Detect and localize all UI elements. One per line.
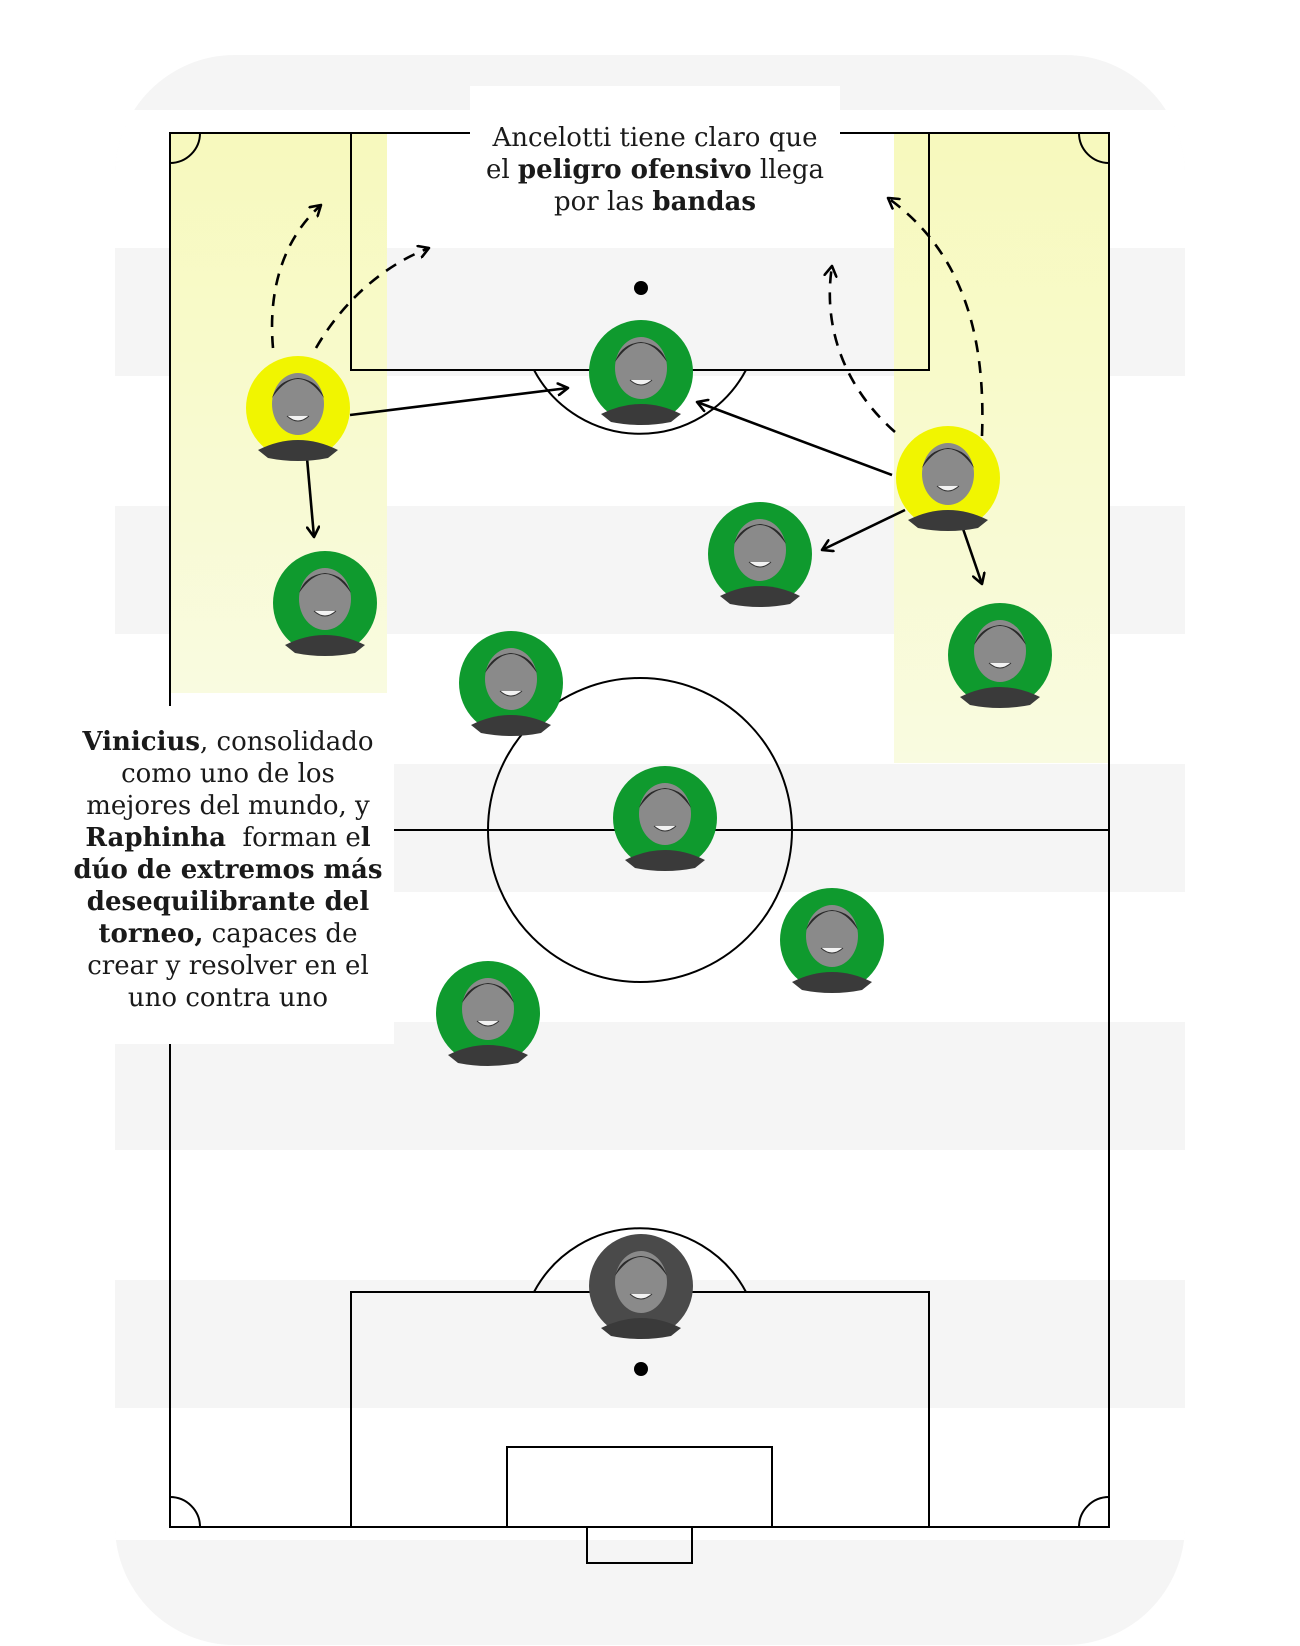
pass-arrow	[822, 508, 906, 550]
player-smile	[286, 415, 310, 422]
movement-arrows	[270, 198, 984, 584]
annotation-left: Vinicius, consolidado como uno de los me…	[62, 706, 394, 1044]
player-shoulders	[285, 635, 365, 656]
grass-stripe	[115, 1540, 1185, 1645]
player-shoulders	[960, 687, 1040, 708]
player-photo	[462, 978, 514, 1040]
top-penalty-arc	[533, 369, 747, 435]
player-hair	[806, 910, 858, 930]
player-photo	[485, 648, 537, 710]
pass-arrow	[349, 388, 568, 417]
player-smile	[988, 662, 1012, 669]
bottom-penalty-spot	[634, 1362, 648, 1376]
player-photo	[299, 568, 351, 630]
dashed-run-arrow	[314, 248, 429, 349]
annotation-left-text: uno contra uno	[127, 983, 329, 1013]
player-photo	[272, 373, 324, 435]
player-hair	[615, 342, 667, 362]
annotation-left-text: capaces de	[203, 919, 358, 949]
annotation-left-bold: Vinicius	[82, 727, 201, 757]
player-smile	[629, 379, 653, 386]
annotation-left-text: crear y resolver en el	[87, 951, 369, 981]
annotation-left-bold: desequilibrante del	[86, 887, 370, 917]
player-right-midfielder	[708, 502, 812, 607]
player-hair	[462, 983, 514, 1003]
player-center-back-left	[436, 961, 540, 1066]
player-photo	[615, 337, 667, 399]
player-shoulders	[471, 715, 551, 736]
player-smile	[820, 947, 844, 954]
annotation-left-bold: Raphinha	[85, 823, 226, 853]
player-hair	[485, 653, 537, 673]
player-defensive-midfielder	[613, 766, 717, 871]
corner-arc	[1078, 132, 1110, 164]
player-hair	[639, 788, 691, 808]
player-photo	[615, 1251, 667, 1313]
player-center-back-right	[780, 888, 884, 993]
pass-arrow	[958, 519, 982, 584]
annotation-top-line: Ancelotti tiene claro que	[492, 123, 818, 153]
player-photo	[974, 620, 1026, 682]
annotation-top: Ancelotti tiene claro que el peligro ofe…	[470, 86, 840, 248]
player-shoulders	[448, 1045, 528, 1066]
dashed-run-arrow	[830, 266, 896, 433]
player-photo	[806, 905, 858, 967]
player-hair	[974, 625, 1026, 645]
player-shoulders	[720, 586, 800, 607]
player-photo	[734, 519, 786, 581]
annotation-top-bold: bandas	[652, 187, 756, 217]
player-left-winger	[246, 356, 350, 461]
player-smile	[629, 1293, 653, 1300]
annotation-left-text: como uno de los	[121, 759, 335, 789]
player-smile	[476, 1020, 500, 1027]
player-smile	[748, 561, 772, 568]
player-smile	[653, 825, 677, 832]
player-hair	[299, 573, 351, 593]
corner-arc	[1078, 1496, 1110, 1528]
player-left-back	[273, 551, 377, 656]
player-shoulders	[601, 404, 681, 425]
annotation-top-text: el	[485, 155, 518, 185]
player-right-back	[948, 603, 1052, 708]
annotation-top-text: por las	[553, 187, 653, 217]
player-left-midfielder	[459, 631, 563, 736]
dashed-run-arrow	[888, 198, 984, 437]
player-photo	[639, 783, 691, 845]
player-shoulders	[908, 510, 988, 531]
top-penalty-spot	[634, 281, 648, 295]
corner-arc	[169, 1496, 201, 1528]
bottom-penalty-arc	[533, 1227, 747, 1293]
pass-arrow	[697, 402, 893, 477]
corner-arc	[169, 132, 201, 164]
pass-arrow	[305, 457, 314, 537]
annotation-left-bold: dúo de extremos más	[73, 855, 383, 885]
player-hair	[272, 378, 324, 398]
annotation-left-text: , consolidado	[200, 727, 374, 757]
annotation-top-text: llega	[751, 155, 825, 185]
player-shoulders	[601, 1318, 681, 1339]
player-hair	[734, 524, 786, 544]
center-circle	[487, 677, 793, 983]
player-photo	[922, 443, 974, 505]
player-hair	[922, 448, 974, 468]
annotation-top-bold: peligro ofensivo	[517, 155, 752, 185]
player-right-winger	[896, 426, 1000, 531]
player-goalkeeper	[589, 1234, 693, 1339]
player-shoulders	[625, 850, 705, 871]
player-hair	[615, 1256, 667, 1276]
bottom-goal	[586, 1526, 693, 1564]
player-shoulders	[792, 972, 872, 993]
player-smile	[499, 690, 523, 697]
annotation-left-text: mejores del mundo, y	[86, 791, 370, 821]
players	[246, 320, 1052, 1339]
player-shoulders	[258, 440, 338, 461]
annotation-left-bold: torneo,	[98, 919, 204, 949]
player-smile	[936, 485, 960, 492]
player-smile	[313, 610, 337, 617]
annotation-left-text: forman e	[225, 823, 361, 853]
player-forward-center	[589, 320, 693, 425]
annotation-left-bold: l	[360, 823, 371, 853]
